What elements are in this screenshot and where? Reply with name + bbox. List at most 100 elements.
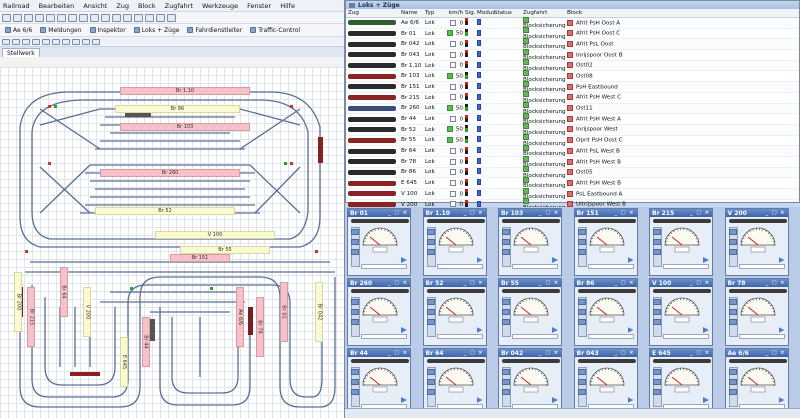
route-icon[interactable] [156,13,165,22]
light-button[interactable] [728,229,737,235]
menu-ansicht[interactable]: Ansicht [83,1,108,10]
col-block[interactable]: Block [567,10,583,16]
copy-icon[interactable] [46,13,55,22]
menu-bearbeiten[interactable]: Bearbeiten [38,1,75,10]
tab-stellwerk[interactable]: Stellwerk [2,48,40,57]
speed-slider[interactable] [361,334,407,339]
checkbox-icon[interactable] [450,83,457,90]
block-e645[interactable]: E 645 [120,337,128,387]
block-br44[interactable]: Br 44 [142,317,150,367]
throttle-panel[interactable]: Br 260 _ □ × [347,278,411,346]
col-sig[interactable]: Sig. [465,10,476,16]
direction-arrow-icon[interactable] [401,327,407,333]
new-icon[interactable] [2,13,11,22]
throttle-panel[interactable]: Br 78 _ □ × [724,278,789,346]
checkbox-icon[interactable] [450,62,457,69]
col-kmh[interactable]: km/h [448,10,463,16]
throttle-titlebar[interactable]: Br 52 _ □ × [423,279,486,287]
horn-button[interactable] [728,239,737,245]
function-button[interactable] [426,249,435,255]
throttle-panel[interactable]: Br 1.10 _ □ × [422,208,487,276]
throttle-panel[interactable]: Br 043 _ □ × [573,348,638,416]
function-button[interactable] [426,319,435,325]
throttle-titlebar[interactable]: Br 103 _ □ × [499,209,561,217]
function-button[interactable] [351,389,359,395]
window-buttons[interactable]: _ □ × [614,280,635,286]
grid-icon[interactable] [92,38,100,45]
menu-werkzeuge[interactable]: Werkzeuge [201,1,239,10]
checkbox-icon[interactable] [446,73,453,80]
horn-button[interactable] [577,379,586,385]
throttle-titlebar[interactable]: E 645 _ □ × [650,349,712,357]
throttle-panel[interactable]: Ae 6/6 _ □ × [724,348,789,416]
function-button[interactable] [426,389,435,395]
light-button[interactable] [502,369,510,375]
light-button[interactable] [728,299,737,305]
throttle-titlebar[interactable]: Br 55 _ □ × [499,279,561,287]
menu-hilfe[interactable]: Hilfe [280,1,295,10]
horn-button[interactable] [502,379,510,385]
throttle-titlebar[interactable]: Br 043 _ □ × [574,349,637,357]
speed-slider[interactable] [436,334,483,339]
block-br260[interactable]: Br 260 [100,169,240,177]
block-br52[interactable]: Br 52 [95,207,235,215]
window-buttons[interactable]: _ □ × [765,280,786,286]
throttle-titlebar[interactable]: V 200 _ □ × [725,209,788,217]
light-button[interactable] [728,369,737,375]
tab-traffic-control[interactable]: Traffic-Control [247,25,303,35]
horn-button[interactable] [351,239,359,245]
light-button[interactable] [426,369,435,375]
col-status[interactable]: Status [494,10,512,16]
horn-button[interactable] [351,379,359,385]
pointer-icon[interactable] [2,38,10,45]
block-br200[interactable]: Br 200 [14,272,22,332]
stop-icon[interactable] [101,13,110,22]
block-br215[interactable]: Br 215 [27,287,35,347]
function-button[interactable] [502,249,510,255]
checkbox-icon[interactable] [450,40,457,47]
horn-button[interactable] [426,239,435,245]
window-buttons[interactable]: _ □ × [765,350,786,356]
menu-zugfahrt[interactable]: Zugfahrt [164,1,193,10]
direction-arrow-icon[interactable] [778,257,785,263]
checkbox-icon[interactable] [446,126,453,133]
checkbox-icon[interactable] [450,147,457,154]
sensor-icon[interactable] [72,38,80,45]
direction-arrow-icon[interactable] [476,327,483,333]
speed-slider[interactable] [738,334,785,339]
save-icon[interactable] [24,13,33,22]
function-button[interactable] [502,319,510,325]
block-br103[interactable]: Br 103 [120,123,250,131]
block-icon[interactable] [145,13,154,22]
throttle-titlebar[interactable]: Br 1.10 _ □ × [423,209,486,217]
signal-tool-icon[interactable] [62,38,70,45]
open-icon[interactable] [13,13,22,22]
col-name[interactable]: Name [401,10,418,16]
checkbox-icon[interactable] [446,30,453,37]
col-modus[interactable]: Modus [477,10,496,16]
throttle-panel[interactable]: Br 151 _ □ × [573,208,638,276]
throttle-titlebar[interactable]: Br 151 _ □ × [574,209,637,217]
block-v100[interactable]: V 100 [155,231,275,239]
direction-arrow-icon[interactable] [703,327,709,333]
function-button[interactable] [577,249,586,255]
light-button[interactable] [502,299,510,305]
block-v200[interactable]: V 200 [83,287,91,337]
block-br151[interactable]: Br 151 [170,254,230,262]
light-button[interactable] [653,299,661,305]
direction-arrow-icon[interactable] [778,327,785,333]
window-buttons[interactable]: _ □ × [539,210,559,216]
block-br64[interactable]: Br 64 [60,267,68,317]
tab-inspektor[interactable]: Inspektor [87,25,129,35]
checkbox-icon[interactable] [450,190,457,197]
block-br110[interactable]: Br 1.10 [120,87,250,95]
throttle-panel[interactable]: Br 01 _ □ × [347,208,411,276]
menu-fenster[interactable]: Fenster [247,1,272,10]
track-icon[interactable] [22,38,30,45]
